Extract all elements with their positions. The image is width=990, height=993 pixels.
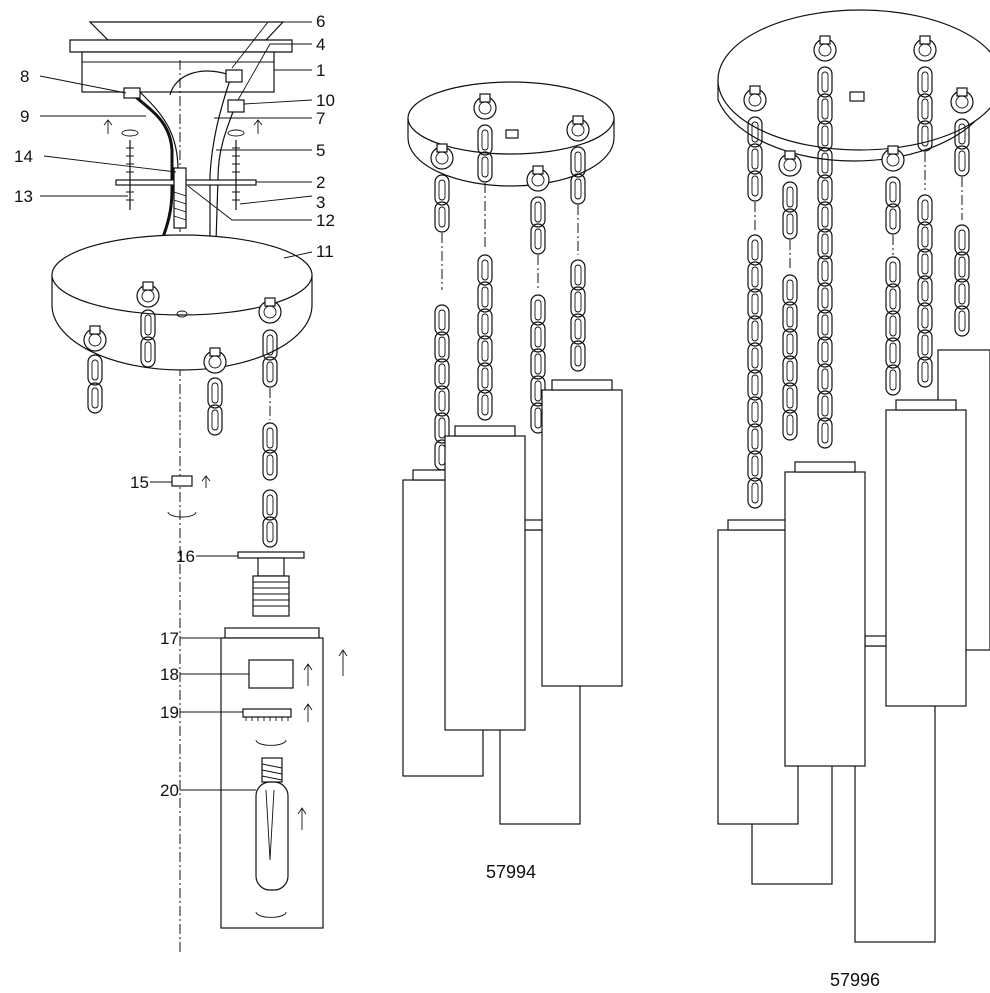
callout-labels: 1 2 3 4 5 6 7 8 9 10 11 12 13 14 15 16 1… xyxy=(14,12,335,800)
callout-17: 17 xyxy=(160,629,179,648)
callout-1: 1 xyxy=(316,61,325,80)
model-number-57994: 57994 xyxy=(486,862,536,882)
model-number-57996: 57996 xyxy=(830,970,880,990)
callout-10: 10 xyxy=(316,91,335,110)
callout-15: 15 xyxy=(130,473,149,492)
callout-4: 4 xyxy=(316,35,325,54)
callout-12: 12 xyxy=(316,211,335,230)
callout-8: 8 xyxy=(20,67,29,86)
callout-14: 14 xyxy=(14,147,33,166)
fixture-57996 xyxy=(717,9,990,943)
callout-5: 5 xyxy=(316,141,325,160)
canopy xyxy=(51,234,313,371)
leader-lines xyxy=(39,21,313,791)
callout-13: 13 xyxy=(14,187,33,206)
callout-9: 9 xyxy=(20,107,29,126)
callout-7: 7 xyxy=(316,109,325,128)
callout-11: 11 xyxy=(316,242,334,261)
callout-19: 19 xyxy=(160,703,179,722)
callout-2: 2 xyxy=(316,173,325,192)
fixture-57994 xyxy=(402,81,623,825)
exploded-view xyxy=(51,21,348,955)
callout-20: 20 xyxy=(160,781,179,800)
callout-18: 18 xyxy=(160,665,179,684)
callout-16: 16 xyxy=(176,547,195,566)
callout-3: 3 xyxy=(316,193,325,212)
outlet-box xyxy=(69,21,293,93)
callout-6: 6 xyxy=(316,12,325,31)
